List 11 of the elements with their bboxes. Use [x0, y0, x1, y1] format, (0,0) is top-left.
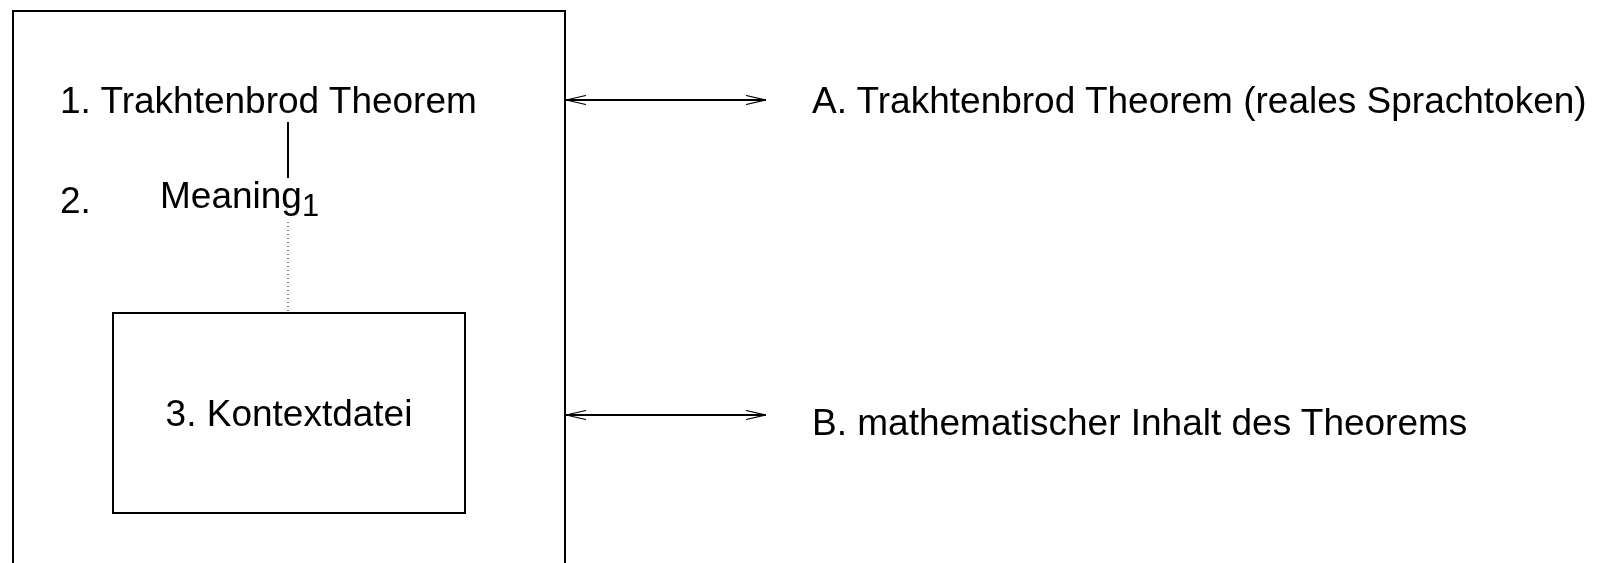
context-box	[112, 312, 466, 514]
double-arrow	[565, 409, 767, 421]
label-text: 3. Kontextdatei	[165, 394, 413, 432]
label-text: Meaning$_{1}$	[160, 177, 320, 223]
item-number: 2.	[60, 181, 92, 219]
connector-line	[287, 121, 289, 179]
double-arrow	[565, 94, 767, 106]
label-text: A. Trakhtenbrod Theorem (reales Sprachtoken)	[812, 81, 1587, 119]
label-text: 1. Trakhtenbrod Theorem	[60, 81, 477, 119]
frame-box	[12, 10, 566, 563]
label-text: B. mathematischer Inhalt des Theorems	[812, 403, 1468, 441]
